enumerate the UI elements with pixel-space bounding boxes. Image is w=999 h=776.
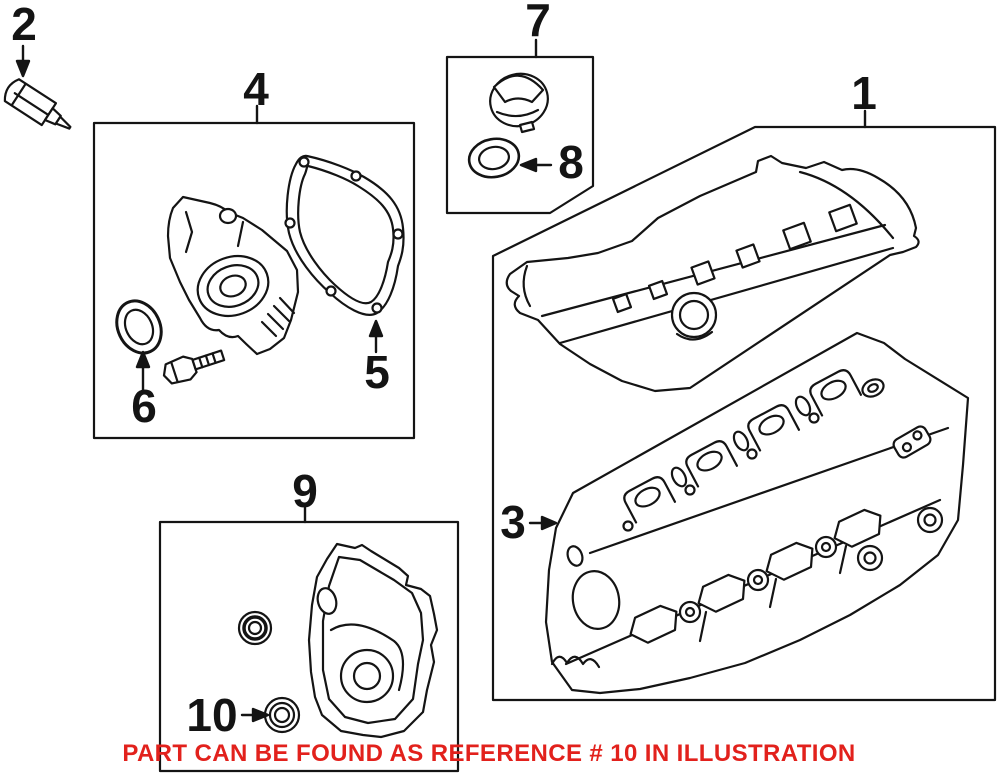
oil-filler-cap-drawing [489,72,549,134]
group-box-9 [158,520,460,773]
callout-10-arrow [240,707,270,723]
callout-10-label: 10 [186,689,238,741]
callout-8-label: 8 [558,136,584,188]
group-box-1 [491,125,997,702]
group-box-4 [92,121,416,440]
callout-2-label: 2 [11,0,37,50]
callout-leaders [15,38,867,723]
callout-3-arrow [528,515,558,531]
callout-5-label: 5 [364,346,390,398]
filler-cap-seal-drawing [467,137,521,179]
callout-3-label: 3 [500,496,526,548]
sealant-tube-drawing [3,78,72,130]
callout-5-arrow [368,319,384,354]
callout-8-arrow [519,157,553,173]
group-box-7 [445,55,595,215]
callout-6-label: 6 [131,380,157,432]
rear-timing-cover-drawing [307,542,439,739]
callout-9-label: 9 [292,465,318,517]
callout-7-label: 7 [525,0,551,46]
timing-cover-drawing [166,195,300,356]
caption-text: PART CAN BE FOUND AS REFERENCE # 10 IN I… [122,740,856,767]
callout-1-label: 1 [851,67,877,119]
callout-2-arrow [15,44,31,78]
timing-cover-gasket-drawing [284,154,405,316]
valve-cover-drawing [505,154,920,393]
cylinder-head-drawing [544,331,970,695]
crankshaft-seal-drawing [115,299,163,355]
bolt-drawing [162,349,226,385]
callout-6-arrow [135,350,151,392]
rear-cover-seal-drawing [263,696,301,734]
callout-4-label: 4 [243,63,269,115]
camshaft-grommet-drawing [237,610,273,646]
